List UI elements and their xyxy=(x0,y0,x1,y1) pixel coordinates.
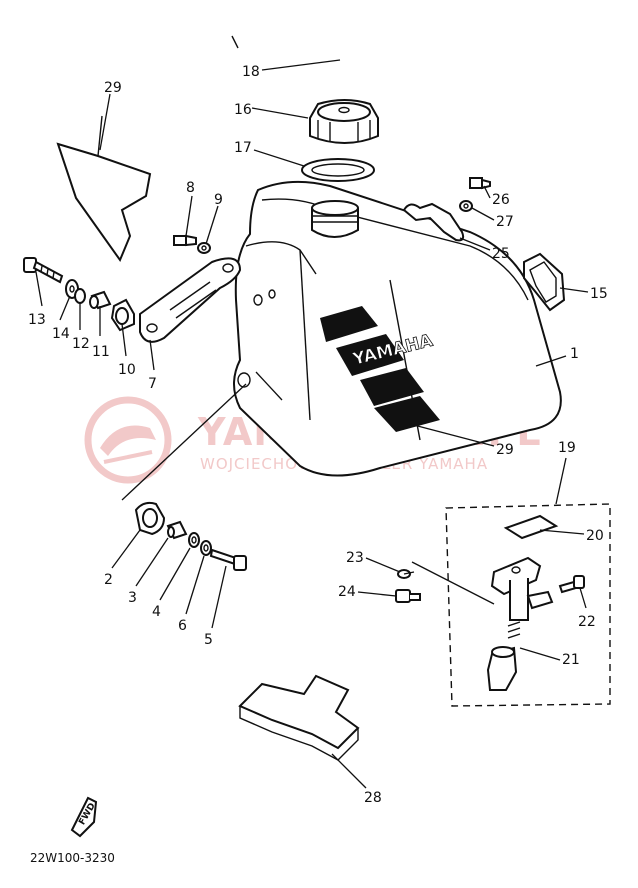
breather-hose xyxy=(185,30,349,101)
screw-23 xyxy=(397,569,415,579)
callout-14: 14 xyxy=(52,326,70,342)
callout-20: 20 xyxy=(586,528,604,544)
callout-7: 7 xyxy=(148,376,157,392)
fwd-arrow-icon: FWD xyxy=(70,796,98,838)
callout-8: 8 xyxy=(186,180,195,196)
assembly-line xyxy=(121,383,247,501)
side-decal-panel xyxy=(56,115,152,263)
callout-12: 12 xyxy=(72,336,90,352)
callout-9: 9 xyxy=(214,192,223,208)
gasket-20 xyxy=(503,514,559,540)
callout-29-top: 29 xyxy=(104,80,122,96)
callout-1: 1 xyxy=(570,346,579,362)
fuel-tank xyxy=(233,180,562,477)
screw-24 xyxy=(395,589,421,603)
callout-16: 16 xyxy=(234,102,252,118)
callout-28: 28 xyxy=(364,790,382,806)
bolt-8 xyxy=(173,234,197,247)
callout-13: 13 xyxy=(28,312,46,328)
callout-6: 6 xyxy=(178,618,187,634)
callout-4: 4 xyxy=(152,604,161,620)
callout-21: 21 xyxy=(562,652,580,668)
washer-9 xyxy=(197,242,211,254)
callout-19: 19 xyxy=(558,440,576,456)
tank-bracket-7 xyxy=(139,257,242,343)
spacer-11 xyxy=(89,290,112,310)
callout-5: 5 xyxy=(204,632,213,648)
assembly-line-3 xyxy=(411,561,495,605)
fuel-cock-body xyxy=(490,556,542,596)
bolt-5 xyxy=(209,548,247,571)
cap-gasket xyxy=(301,158,375,182)
callout-26: 26 xyxy=(492,192,510,208)
bracket-25 xyxy=(402,202,465,242)
callout-29-tank: 29 xyxy=(496,442,514,458)
callout-24: 24 xyxy=(338,584,356,600)
collar-3 xyxy=(166,520,188,540)
assembly-line-2 xyxy=(255,371,283,401)
callout-25: 25 xyxy=(492,246,510,262)
watermark-logo xyxy=(84,396,172,484)
bolt-26 xyxy=(469,177,491,190)
elbow-21 xyxy=(486,646,518,691)
collar-12 xyxy=(74,288,86,304)
callout-17: 17 xyxy=(234,140,252,156)
washer-27 xyxy=(459,200,473,212)
fuel-cap xyxy=(309,99,379,144)
damper-10 xyxy=(110,298,135,332)
callout-23: 23 xyxy=(346,550,364,566)
callout-22: 22 xyxy=(578,614,596,630)
fuel-cock-assembly xyxy=(445,503,611,707)
washer-6 xyxy=(200,540,212,556)
callout-numbers: 18 16 17 29 8 9 13 14 12 11 10 7 26 27 2… xyxy=(28,64,608,806)
leader-lines xyxy=(35,59,589,789)
pad-28 xyxy=(238,674,360,761)
figure-code: 22W100-3230 xyxy=(30,851,115,865)
callout-27: 27 xyxy=(496,214,514,230)
damper-2 xyxy=(134,501,166,536)
callout-3: 3 xyxy=(128,590,137,606)
callout-18: 18 xyxy=(242,64,260,80)
callout-11: 11 xyxy=(92,344,110,360)
bolt-13 xyxy=(23,257,64,284)
filler-neck xyxy=(311,200,359,238)
spring-21 xyxy=(507,621,521,639)
callout-15: 15 xyxy=(590,286,608,302)
washer-4 xyxy=(188,532,200,548)
plate-15 xyxy=(523,252,566,312)
callout-2: 2 xyxy=(104,572,113,588)
callout-10: 10 xyxy=(118,362,136,378)
